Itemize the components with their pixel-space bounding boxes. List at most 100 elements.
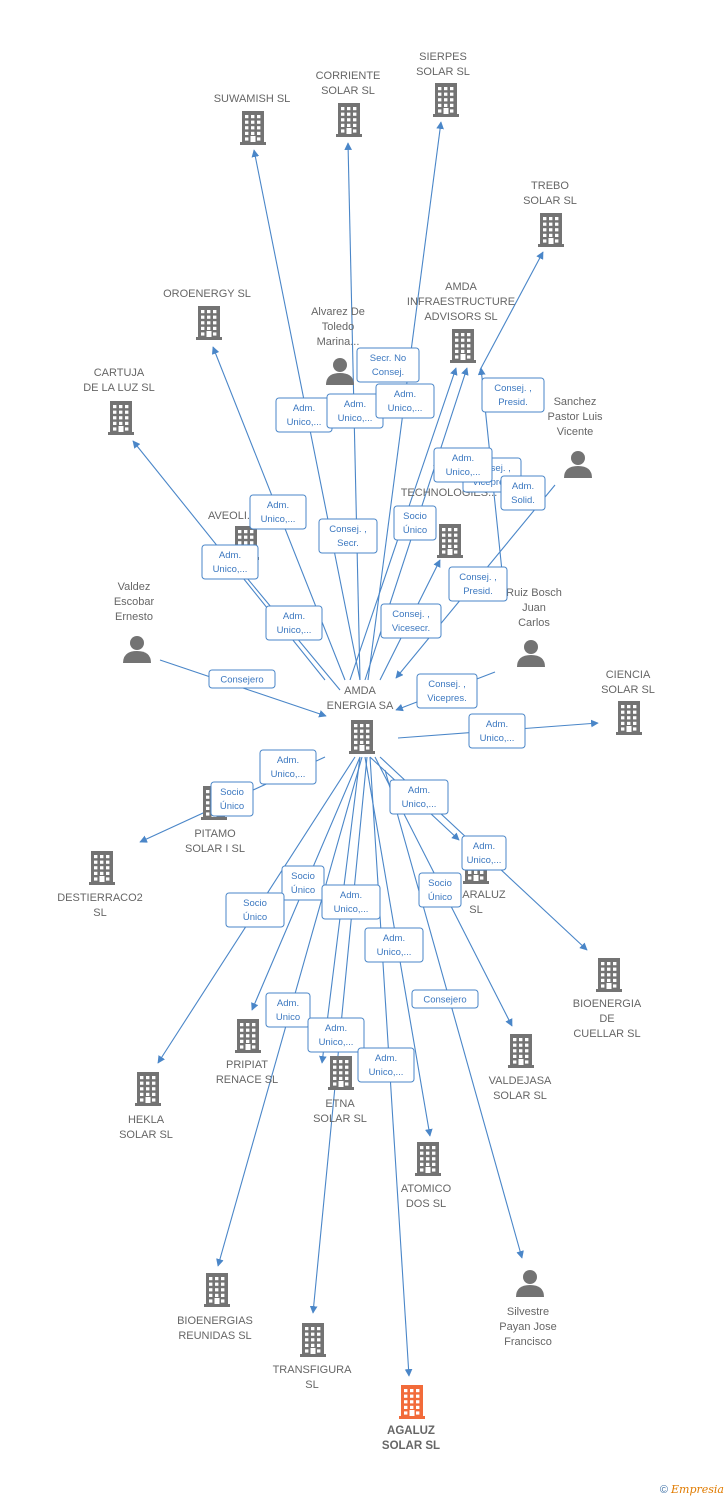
node-label: ATOMICO xyxy=(401,1183,452,1195)
edge-label-box[interactable]: Adm.Unico,... xyxy=(307,1017,365,1053)
edge-label-frame xyxy=(357,1047,415,1083)
edge-label-text: Presid. xyxy=(498,397,528,408)
edge-label-frame xyxy=(265,605,323,641)
edge-label-box[interactable]: Adm.Unico,... xyxy=(357,1047,415,1083)
node-label: SOLAR SL xyxy=(493,1090,547,1102)
building-icon xyxy=(240,111,266,145)
edge-label-box[interactable]: Consej. ,Presid. xyxy=(448,566,508,602)
edge-label-text: Vicepres. xyxy=(427,693,466,704)
edge-label-box[interactable]: Adm.Unico,... xyxy=(321,884,381,920)
node-label: Pastor Luis xyxy=(547,411,603,423)
edge-label-box[interactable]: Consejero xyxy=(411,989,479,1009)
edge-label-text: Unico,... xyxy=(319,1037,354,1048)
node-label: Ernesto xyxy=(115,611,153,623)
edge-label-text: Consej. , xyxy=(392,609,430,620)
node-oroenergy[interactable]: OROENERGY SL xyxy=(163,288,251,340)
edge-label-text: Unico,... xyxy=(261,514,296,525)
relation-edge-3 xyxy=(479,251,544,371)
node-label: Juan xyxy=(522,602,546,614)
edge-label-box[interactable]: Adm.Unico,... xyxy=(326,393,384,429)
building-icon xyxy=(508,1034,534,1068)
edge-label-box[interactable]: Adm.Unico,... xyxy=(375,383,435,419)
node-label: Escobar xyxy=(114,596,155,608)
building-icon xyxy=(415,1142,441,1176)
edge-label-frame xyxy=(259,749,317,785)
edge-label-frame xyxy=(364,927,424,963)
edge-label-text: Adm. xyxy=(512,481,534,492)
edge-label-box[interactable]: Adm.Unico,... xyxy=(389,779,449,815)
edge-label-text: Adm. xyxy=(383,933,405,944)
edge-label-text: Adm. xyxy=(452,453,474,464)
edge-label-box[interactable]: Consej. ,Vicepres. xyxy=(416,673,478,709)
node-label: TREBO xyxy=(531,180,569,192)
edge-label-text: Adm. xyxy=(473,841,495,852)
edge-label-text: Unico,... xyxy=(334,904,369,915)
node-label: AGALUZ xyxy=(387,1425,435,1437)
edge-label-box[interactable]: Adm.Unico,... xyxy=(468,713,526,749)
node-label: SOLAR SL xyxy=(523,195,577,207)
edge-label-text: Único xyxy=(220,801,244,812)
edge-label-frame xyxy=(307,1017,365,1053)
node-label: AMDA xyxy=(445,281,477,293)
edge-label-box[interactable]: Adm.Unico,... xyxy=(275,397,333,433)
edge-label-box[interactable]: Adm.Unico,... xyxy=(364,927,424,963)
edge-label-frame xyxy=(416,673,478,709)
node-label: REUNIDAS SL xyxy=(178,1330,251,1342)
node-label: Toledo xyxy=(322,321,354,333)
edge-label-box[interactable]: Adm.Unico,... xyxy=(461,835,507,871)
edge-label-text: Consej. , xyxy=(459,572,497,583)
edge-label-box[interactable]: Adm.Unico,... xyxy=(201,544,259,580)
edge-label-box[interactable]: Adm. Unico,... xyxy=(249,494,307,530)
edge-label-box[interactable]: Consej. ,Vicesecr. xyxy=(380,603,442,639)
node-label: RENACE SL xyxy=(216,1074,278,1086)
node-label: ETNA xyxy=(325,1098,355,1110)
edge-label-box[interactable]: Consej. ,Presid. xyxy=(481,377,545,413)
edge-label-box[interactable]: Consejero xyxy=(208,669,276,689)
edge-label-frame xyxy=(418,872,462,908)
edge-label-box[interactable]: Adm.Unico xyxy=(265,992,311,1028)
edge-label-text: Único xyxy=(428,892,452,903)
edge-label-text: Adm. xyxy=(267,500,289,511)
node-trebo[interactable]: TREBO SOLAR SL xyxy=(523,180,577,247)
edge-label-text: Unico,... xyxy=(277,625,312,636)
footer-brand[interactable]: © Empresia xyxy=(660,1483,724,1496)
edge-label-frame xyxy=(481,377,545,413)
node-alvarez[interactable]: Alvarez DeToledoMarina... xyxy=(311,306,365,385)
edge-label-frame xyxy=(321,884,381,920)
node-label: CUELLAR SL xyxy=(573,1028,640,1040)
node-suwamish[interactable]: SUWAMISH SL xyxy=(214,93,291,145)
edge-label-box[interactable]: Adm.Solid. xyxy=(500,475,546,511)
edge-label-box[interactable]: Adm.Unico,... xyxy=(265,605,323,641)
edge-label-box[interactable]: Consej. ,Secr. xyxy=(318,518,378,554)
edge-label-box[interactable]: Adm.Unico,... xyxy=(433,447,493,483)
edge-label-box[interactable]: Adm.Unico,... xyxy=(259,749,317,785)
